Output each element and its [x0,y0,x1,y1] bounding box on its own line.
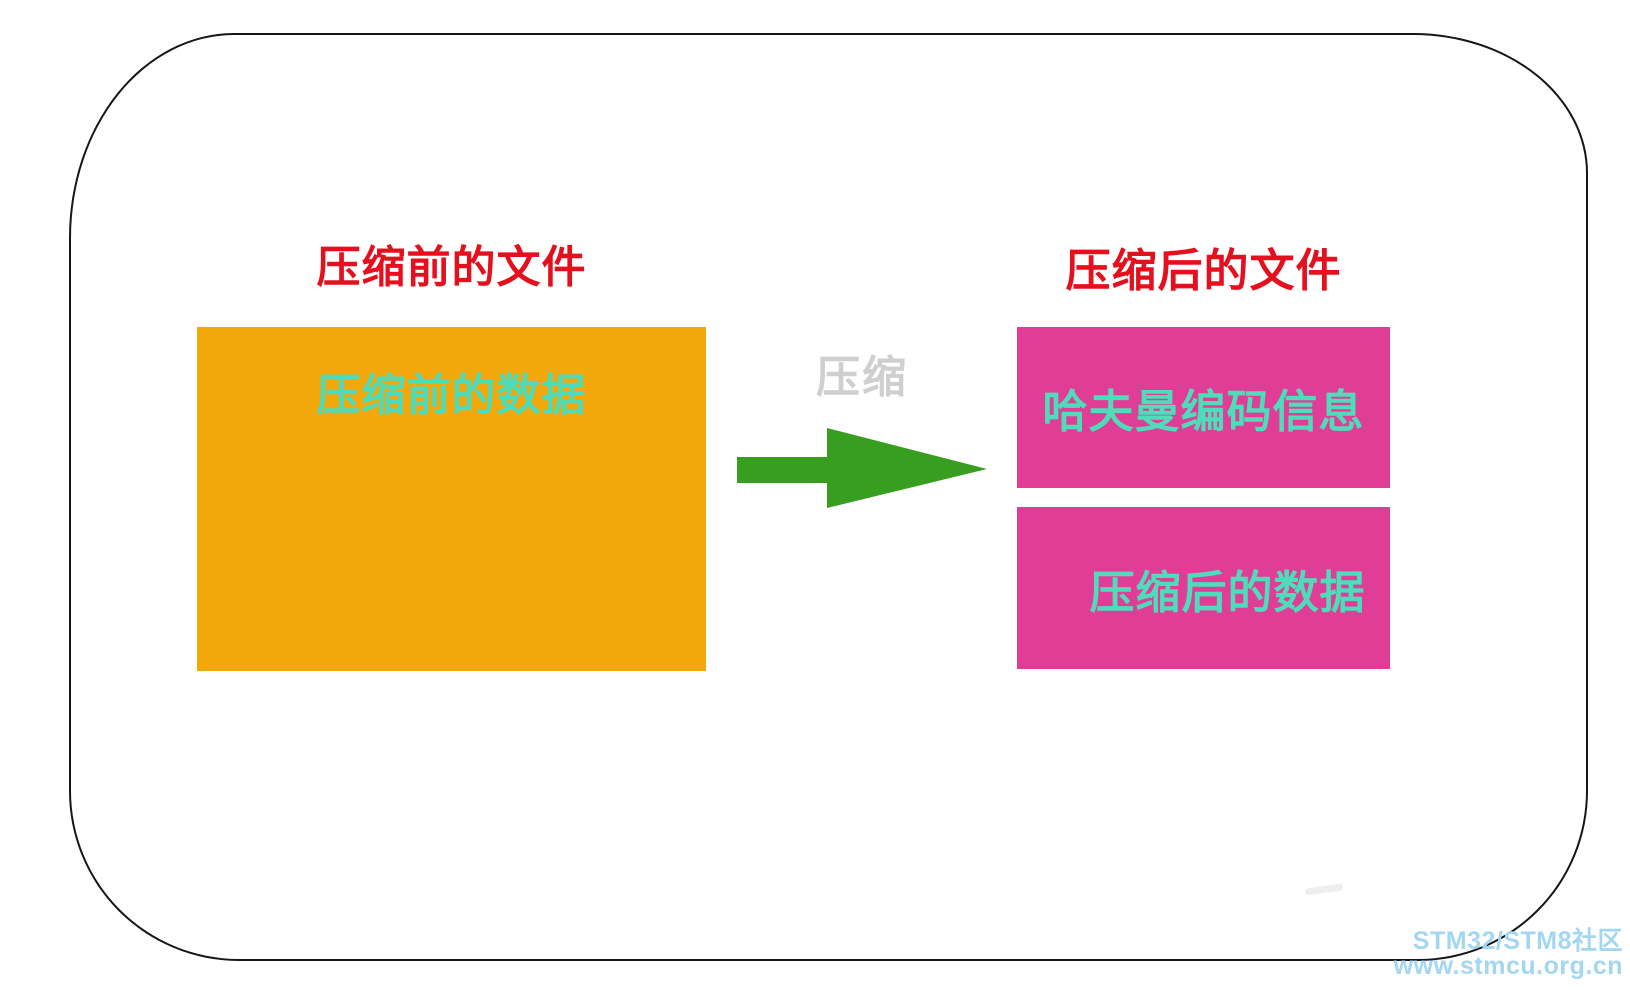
watermark-line1: STM32/STM8社区 [1412,927,1623,955]
compress-process-label: 压缩 [816,353,908,402]
huffman-info-label: 哈夫曼编码信息 [1042,386,1365,437]
after-data-box: 压缩后的数据 [1017,507,1390,669]
after-file-title: 压缩后的文件 [1065,245,1342,296]
before-data-label: 压缩前的数据 [316,371,587,420]
rounded-outline-frame [69,33,1588,961]
watermark: STM32/STM8社区 www.stmcu.org.cn [1394,929,1623,979]
before-data-box: 压缩前的数据 [197,327,706,671]
before-file-title: 压缩前的文件 [316,243,587,292]
huffman-info-box: 哈夫曼编码信息 [1017,327,1390,488]
after-data-label: 压缩后的数据 [1089,566,1366,618]
watermark-line2: www.stmcu.org.cn [1393,952,1623,980]
compress-arrow-icon [737,428,987,508]
